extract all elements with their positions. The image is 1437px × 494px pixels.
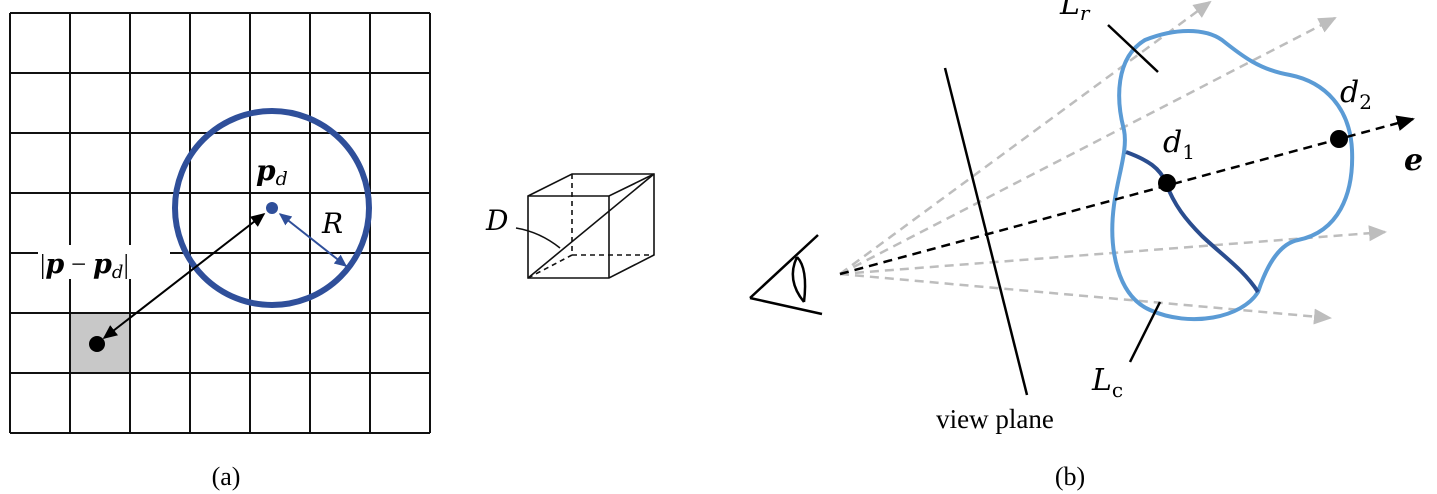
panel-b: Lr d1 d2 e Lc view plane (b) [749, 0, 1423, 491]
light-region-outline [1110, 29, 1355, 322]
d2-label: d2 [1340, 75, 1372, 114]
lr-label: Lr [1059, 0, 1091, 25]
cube-diagonal [527, 173, 655, 279]
distance-arrow [102, 213, 266, 339]
lc-label: Lc [1091, 363, 1123, 402]
cube-diagram [515, 173, 655, 279]
d2-point [1330, 130, 1348, 148]
point-label: pd [256, 154, 288, 190]
d1-point [1158, 174, 1176, 192]
radius-arrow [278, 213, 348, 267]
distance-label: |p − pd| [40, 249, 129, 283]
eye-icon [749, 234, 823, 316]
caption-b: (b) [1055, 462, 1085, 491]
view-ray [839, 0, 1212, 276]
view-ray [839, 272, 1332, 325]
cube-label-pointer [515, 227, 561, 249]
center-point [266, 202, 278, 214]
radius-label: R [321, 207, 343, 240]
view-ray [839, 16, 1337, 276]
cube-label: D [485, 204, 508, 237]
view-plane-label: view plane [936, 404, 1054, 434]
view-plane-line [943, 67, 1029, 396]
caption-a: (a) [212, 462, 241, 491]
rays [839, 0, 1387, 325]
sample-point [89, 336, 105, 352]
surface-curve [1125, 150, 1260, 294]
d1-label: d1 [1163, 125, 1195, 164]
e-label: e [1404, 143, 1423, 178]
lr-pointer [1107, 24, 1159, 73]
radius-circle [172, 108, 372, 308]
lc-pointer [1128, 301, 1162, 363]
eye-direction-ray [839, 115, 1415, 276]
panel-a: |p − pd| pd R (a) [9, 12, 431, 491]
distance-label-bg [38, 245, 170, 279]
